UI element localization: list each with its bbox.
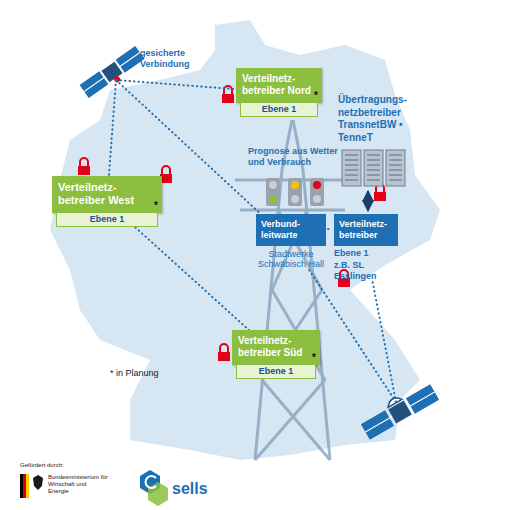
control-box: Verteilnetz- betreiber [334, 214, 398, 246]
box-caption: Stadtwerke Schwäbisch Hall [256, 249, 326, 271]
satellite-link [309, 270, 396, 402]
box-title: Verbund- leitwarte [261, 219, 321, 241]
satellite-top [80, 46, 147, 101]
secure-link [328, 228, 332, 230]
secure-link [135, 227, 249, 330]
operator-name: Verteilnetz- betreiber Nord [242, 73, 316, 97]
planned-mark: * [154, 199, 158, 212]
level-tab: Ebene 1 [236, 365, 316, 379]
box-caption: Ebene 1 [334, 248, 398, 259]
planned-mark: * [312, 351, 316, 364]
server-icon [338, 148, 408, 188]
node-box: Verteilnetz- betreiberEbene 1z.B. SL Ess… [334, 214, 398, 282]
box-caption: z.B. SL Esslingen [334, 260, 398, 282]
node-box: Verteilnetz- betreiber Nord*Ebene 1 [236, 68, 322, 117]
planned-mark: * [314, 89, 318, 102]
satellite-link [109, 80, 116, 176]
map-label: Gefördert durch: [20, 462, 100, 468]
level-label: Ebene 1 [241, 104, 317, 114]
control-box: Verbund- leitwarte [256, 214, 326, 246]
exchange-arrow [367, 191, 369, 211]
level-tab: Ebene 1 [56, 213, 158, 227]
node-box: Verteilnetz- betreiber West*Ebene 1 [52, 176, 162, 227]
power-pylon [235, 120, 350, 460]
level-label: Ebene 1 [237, 366, 315, 376]
box-title: Verteilnetz- betreiber [339, 219, 393, 241]
level-label: Ebene 1 [57, 214, 157, 224]
map-label: Prognose aus Wetter und Verbrauch [248, 146, 344, 168]
map-label: Bundesministerium für Wirtschaft und Ene… [48, 474, 108, 495]
operator-name: Verteilnetz- betreiber West [58, 181, 156, 207]
operator-name: Verteilnetz- betreiber Süd [238, 335, 314, 359]
ministry-logo [20, 474, 43, 498]
csells-logo [140, 470, 168, 506]
node-box: Verteilnetz- betreiber Süd*Ebene 1 [232, 330, 320, 379]
operator-heading: Übertragungs- netzbetreiber TransnetBW •… [338, 94, 422, 144]
map-label: * in Planung [110, 368, 190, 378]
operator-box: Verteilnetz- betreiber Nord* [236, 68, 322, 103]
node-box: Übertragungs- netzbetreiber TransnetBW •… [338, 94, 422, 188]
satellite-link [373, 282, 396, 402]
level-tab: Ebene 1 [240, 103, 318, 117]
operator-box: Verteilnetz- betreiber Süd* [232, 330, 320, 365]
map-label: gesicherte Verbindung [140, 48, 202, 70]
operator-box: Verteilnetz- betreiber West* [52, 176, 162, 213]
map-label: sells [172, 480, 222, 498]
satellite-link [116, 80, 236, 89]
germany-map [50, 20, 440, 460]
satellite-bottom [358, 379, 439, 440]
traffic-lights [266, 178, 324, 206]
node-box: Verbund- leitwarteStadtwerke Schwäbisch … [256, 214, 326, 270]
